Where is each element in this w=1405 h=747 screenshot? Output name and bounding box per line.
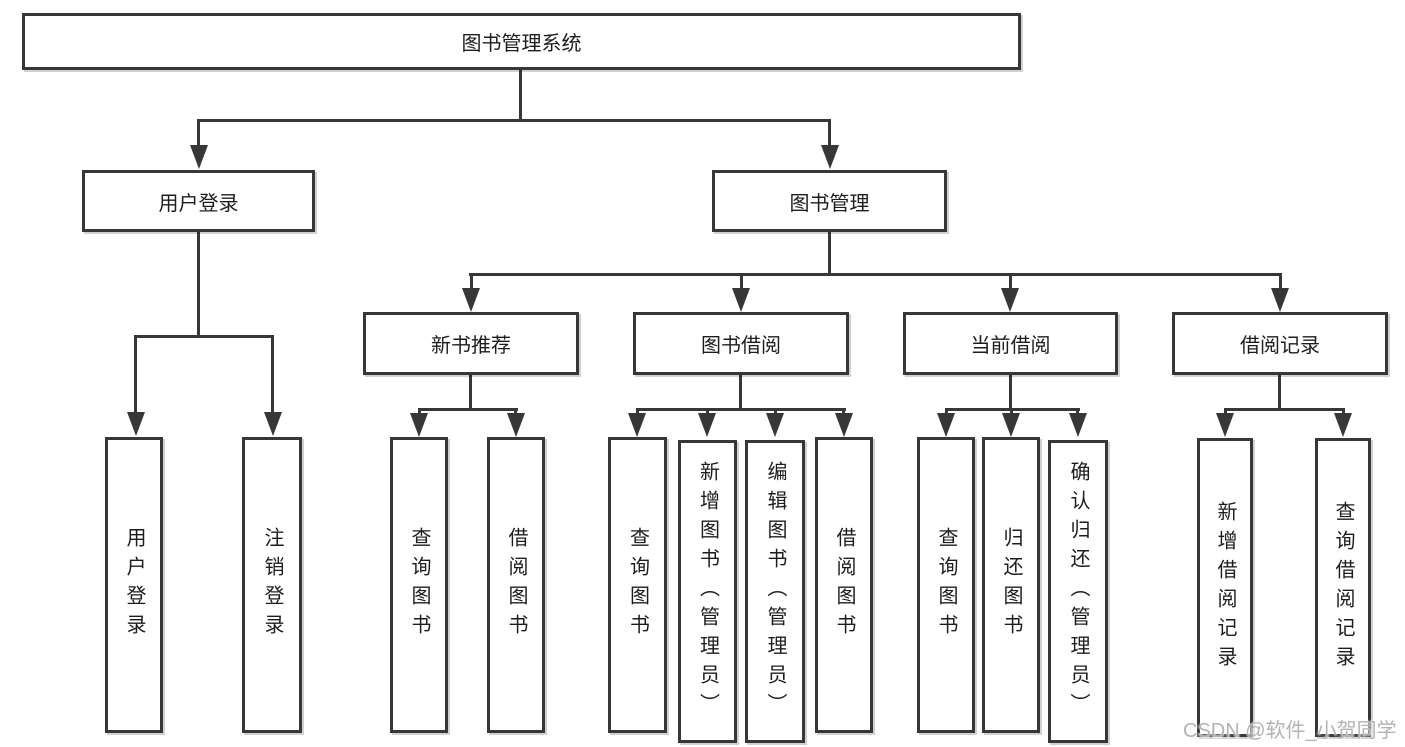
leaf-query-borrow-record: 查询借阅记录 bbox=[1315, 438, 1371, 737]
arrow-down-icon bbox=[732, 288, 750, 312]
arrow-down-icon bbox=[766, 413, 784, 437]
node-label: 借阅图书 bbox=[833, 527, 855, 643]
arrow-down-icon bbox=[190, 145, 208, 169]
connector-vline bbox=[828, 119, 831, 149]
arrow-down-icon bbox=[628, 413, 646, 437]
node-borrowing-records: 借阅记录 bbox=[1172, 312, 1388, 375]
watermark-text: CSDN @软件_小贺同学 bbox=[1183, 720, 1397, 742]
connector-vline bbox=[519, 69, 522, 122]
arrow-down-icon bbox=[1334, 413, 1352, 437]
node-book-borrowing: 图书借阅 bbox=[633, 312, 849, 375]
node-label: 确认归还（管理员） bbox=[1067, 461, 1089, 722]
arrow-down-icon bbox=[127, 412, 145, 436]
node-label: 查询借阅记录 bbox=[1332, 500, 1354, 675]
arrow-down-icon bbox=[1069, 413, 1087, 437]
connector-vline bbox=[1009, 375, 1012, 411]
leaf-return-books: 归还图书 bbox=[982, 437, 1040, 733]
arrow-down-icon bbox=[821, 145, 839, 169]
arrow-down-icon bbox=[835, 413, 853, 437]
node-current-borrowing: 当前借阅 bbox=[903, 312, 1118, 375]
leaf-borrow-books-recommend: 借阅图书 bbox=[487, 437, 545, 733]
arrow-down-icon bbox=[462, 288, 480, 312]
arrow-down-icon bbox=[1002, 413, 1020, 437]
arrow-down-icon bbox=[507, 413, 525, 437]
leaf-user-login: 用户登录 bbox=[105, 437, 163, 733]
connector-vline bbox=[134, 335, 137, 415]
node-label: 借阅图书 bbox=[505, 527, 527, 643]
node-label: 查询图书 bbox=[626, 527, 649, 643]
node-label: 新增图书（管理员） bbox=[696, 461, 719, 722]
node-label: 查询图书 bbox=[408, 527, 430, 643]
leaf-query-books-current: 查询图书 bbox=[917, 437, 975, 733]
node-library-management-system: 图书管理系统 bbox=[22, 13, 1021, 70]
node-label: 编辑图书（管理员） bbox=[764, 461, 786, 722]
connector-vline bbox=[197, 232, 200, 338]
connector-hline bbox=[134, 335, 274, 338]
leaf-query-books-recommend: 查询图书 bbox=[390, 437, 448, 733]
leaf-add-books-admin: 新增图书（管理员） bbox=[678, 440, 737, 743]
arrow-down-icon bbox=[410, 413, 428, 437]
leaf-logout-login: 注销登录 bbox=[242, 437, 302, 733]
arrow-down-icon bbox=[937, 413, 955, 437]
connector-hline bbox=[636, 408, 846, 411]
connector-vline bbox=[1278, 375, 1281, 411]
connector-vline bbox=[740, 273, 743, 291]
leaf-add-borrow-record: 新增借阅记录 bbox=[1197, 438, 1253, 737]
node-user-login: 用户登录 bbox=[82, 170, 315, 232]
node-label: 注销登录 bbox=[261, 527, 283, 643]
connector-vline bbox=[469, 375, 472, 411]
connector-hline bbox=[418, 408, 518, 411]
node-label: 新增借阅记录 bbox=[1214, 500, 1236, 675]
connector-vline bbox=[828, 232, 831, 276]
connector-vline bbox=[1009, 273, 1012, 291]
connector-hline bbox=[197, 119, 831, 122]
arrow-down-icon bbox=[1001, 288, 1019, 312]
node-new-book-recommendation: 新书推荐 bbox=[363, 312, 579, 375]
connector-vline bbox=[739, 375, 742, 411]
leaf-query-books-borrowing: 查询图书 bbox=[608, 437, 667, 733]
node-label: 查询图书 bbox=[935, 527, 957, 643]
connector-vline bbox=[197, 119, 200, 149]
node-book-management: 图书管理 bbox=[712, 170, 947, 232]
connector-hline bbox=[469, 273, 1282, 276]
connector-vline bbox=[271, 335, 274, 415]
connector-vline bbox=[470, 273, 473, 291]
connector-hline bbox=[1224, 408, 1345, 411]
leaf-borrow-books-borrowing: 借阅图书 bbox=[815, 437, 873, 733]
arrow-down-icon bbox=[1271, 288, 1289, 312]
arrow-down-icon bbox=[698, 413, 716, 437]
node-label: 用户登录 bbox=[123, 527, 145, 643]
connector-vline bbox=[1279, 273, 1282, 291]
leaf-confirm-return-admin: 确认归还（管理员） bbox=[1048, 440, 1108, 743]
leaf-edit-books-admin: 编辑图书（管理员） bbox=[745, 440, 805, 743]
arrow-down-icon bbox=[264, 412, 282, 436]
node-label: 归还图书 bbox=[1000, 527, 1022, 643]
arrow-down-icon bbox=[1216, 413, 1234, 437]
